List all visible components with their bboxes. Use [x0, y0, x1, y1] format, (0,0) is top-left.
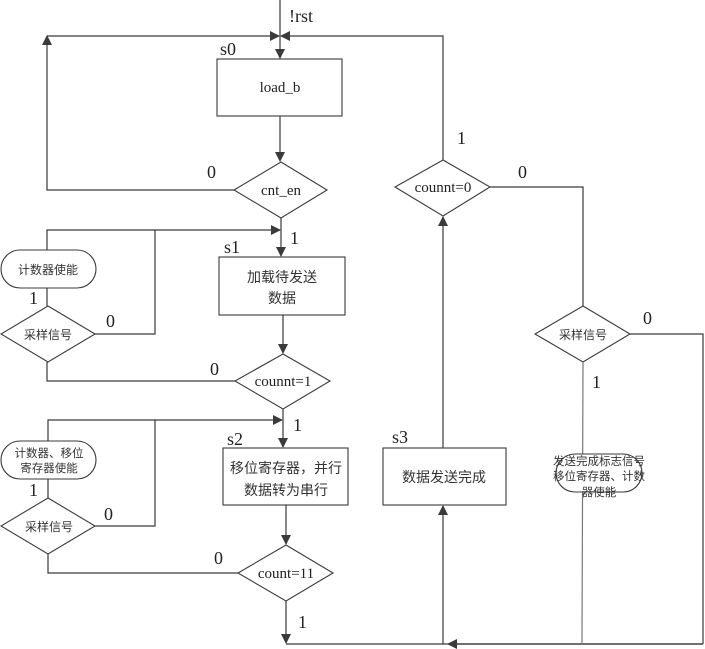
state-box-s3	[382, 447, 507, 506]
state-text-s2-line1: 移位寄存器，并行	[230, 460, 342, 477]
decision-text: 采样信号	[559, 327, 607, 342]
state-box-s2	[222, 447, 349, 506]
state-s2: s2 移位寄存器，并行 数据转为串行	[222, 429, 349, 506]
terminal-counter-shift-enable: 计数器、移位 寄存器使能	[0, 440, 97, 480]
branch-label: 0	[106, 311, 115, 331]
terminal-shape	[555, 453, 643, 493]
decision-text: counnt=0	[415, 180, 472, 196]
branch-label: 0	[518, 162, 527, 182]
branch-label: 0	[104, 504, 113, 524]
decision-sample-2: 采样信号	[0, 497, 97, 555]
terminal-send-done: 发送完成标志信号 移位寄存器、计数 器使能	[553, 453, 645, 499]
decision-diamond	[393, 159, 492, 217]
state-text-s0: load_b	[260, 80, 301, 96]
branch-label: 0	[643, 308, 652, 328]
branch-label: 1	[457, 128, 466, 148]
terminal-shape	[0, 440, 97, 480]
branch-label: 0	[210, 359, 219, 379]
decision-count-11: count=11	[236, 544, 335, 602]
state-s1: s1 加载待发送 数据	[218, 237, 346, 316]
state-text-s1-line2: 数据	[268, 291, 296, 307]
state-s3: s3 数据发送完成	[382, 427, 507, 506]
decision-text: cnt_en	[261, 183, 301, 199]
terminal-text-line2: 寄存器使能	[20, 461, 78, 475]
decision-diamond	[0, 305, 97, 363]
state-text-s2-line2: 数据转为串行	[244, 483, 328, 499]
terminal-text-line2: 移位寄存器、计数	[553, 469, 645, 483]
state-label-s1: s1	[224, 237, 240, 257]
reset-label: !rst	[289, 6, 313, 26]
state-text-s3: 数据发送完成	[402, 470, 486, 486]
decision-sample-1: 采样信号	[0, 305, 97, 363]
sample3-1-line	[581, 361, 584, 645]
branch-label: 0	[214, 548, 223, 568]
terminal-text-line1: 计数器、移位	[15, 446, 84, 460]
terminal2-line	[47, 419, 155, 441]
terminal-text: 计数器使能	[18, 262, 78, 277]
state-label-s2: s2	[227, 429, 243, 449]
branch-label: 1	[29, 480, 38, 500]
branch-label: 1	[290, 228, 299, 248]
cnt-en-0-loop	[42, 35, 234, 191]
decision-cnt-en: cnt_en	[232, 161, 329, 219]
state-text-s1-line1: 加载待发送	[247, 270, 317, 286]
terminal-counter-enable: 计数器使能	[0, 249, 97, 289]
counnt0-0-line	[490, 186, 584, 306]
counnt0-1-loop	[280, 31, 444, 160]
terminal-text-line3: 器使能	[582, 485, 617, 499]
branch-label: 1	[293, 415, 302, 435]
state-box-s1	[218, 256, 346, 316]
decision-text: count=11	[258, 566, 314, 582]
state-label-s3: s3	[392, 427, 408, 447]
state-s0: s0 load_b	[216, 39, 343, 117]
state-label-s0: s0	[220, 39, 236, 59]
decision-text: 采样信号	[24, 327, 72, 342]
branch-label: 0	[207, 162, 216, 182]
terminal-shape	[0, 249, 97, 289]
decision-counnt-1: counnt=1	[233, 353, 332, 410]
count11-0-loop	[47, 554, 238, 574]
sample1-0-loop	[95, 225, 281, 335]
decision-text: 采样信号	[25, 519, 73, 534]
terminal1-line	[46, 229, 155, 250]
decision-diamond	[0, 497, 97, 555]
branch-label: 1	[592, 372, 601, 392]
counnt1-0-loop	[46, 362, 235, 382]
terminal-text-line1: 发送完成标志信号	[553, 454, 645, 468]
decision-sample-3: 采样信号	[533, 305, 632, 363]
reset-entry: !rst	[275, 0, 313, 59]
sample2-0-loop	[95, 415, 283, 527]
branch-label: 1	[298, 612, 307, 632]
branch-label: 1	[29, 288, 38, 308]
state-box-s0	[216, 58, 343, 117]
decision-text: counnt=1	[255, 374, 312, 390]
decision-counnt-0: counnt=0	[393, 159, 492, 217]
sample3-0-line	[630, 333, 704, 644]
